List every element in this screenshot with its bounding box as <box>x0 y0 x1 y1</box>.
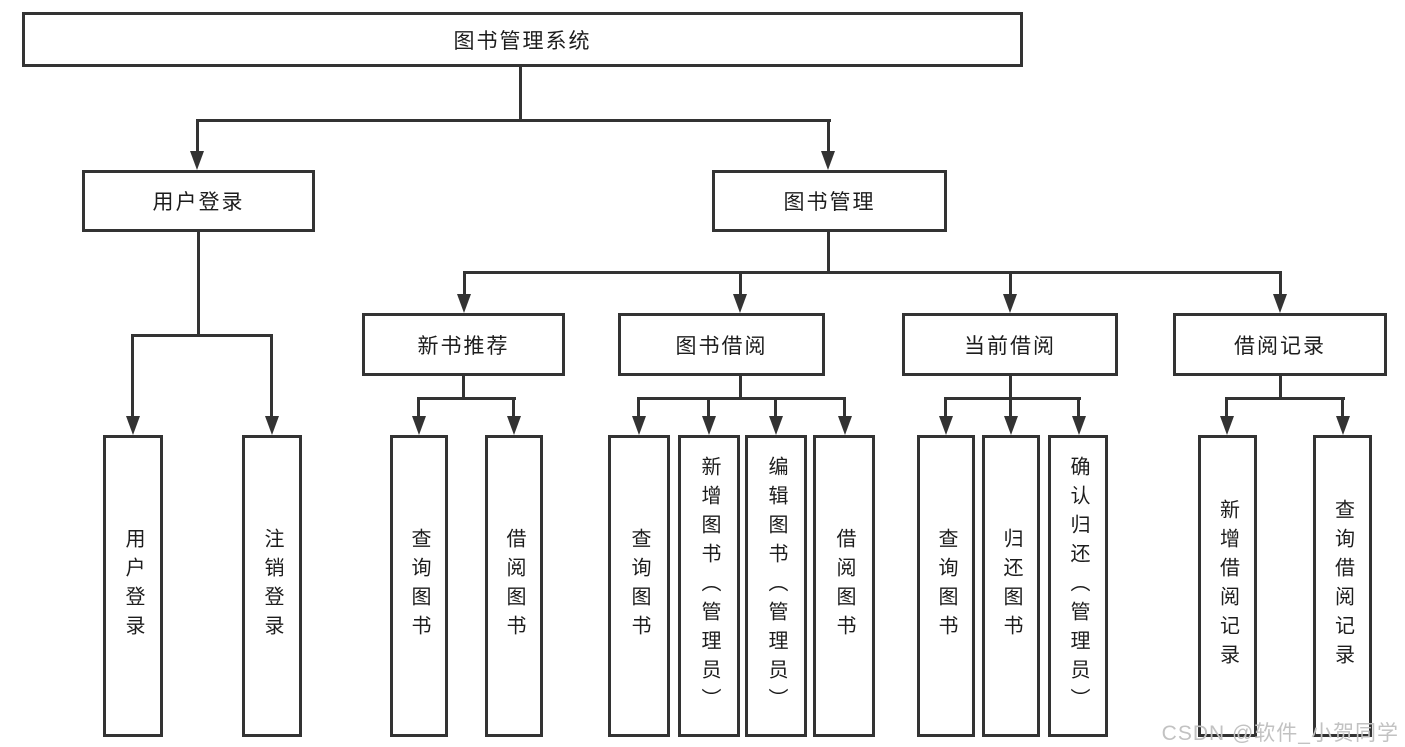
node-label: 图书管理 <box>783 191 876 214</box>
leaf-label: 查询图书 <box>935 528 957 644</box>
node-book-borrow: 图书借阅 <box>618 313 825 376</box>
connector-drop <box>270 334 273 418</box>
node-root-system: 图书管理系统 <box>22 12 1023 67</box>
leaf-label: 编辑图书（管理员） <box>765 455 787 717</box>
node-new-book-recommend: 新书推荐 <box>362 313 565 376</box>
connector-drop <box>1009 397 1012 418</box>
arrow-down-icon <box>265 416 279 435</box>
arrow-down-icon <box>457 294 471 313</box>
arrow-down-icon <box>769 416 783 435</box>
leaf-label: 注销登录 <box>261 528 283 644</box>
leaf-label: 借阅图书 <box>833 528 855 644</box>
leaf-label: 查询图书 <box>628 528 650 644</box>
leaf-label: 查询图书 <box>408 528 430 644</box>
connector-drop <box>1077 397 1080 418</box>
arrow-down-icon <box>507 416 521 435</box>
connector-login-stem <box>197 232 200 337</box>
leaf-add-borrow-record: 新增借阅记录 <box>1198 435 1257 737</box>
connector-drop <box>512 397 515 418</box>
node-book-management: 图书管理 <box>712 170 947 232</box>
connector-root-stem <box>519 67 522 122</box>
node-label: 用户登录 <box>152 191 245 214</box>
connector-stem <box>462 376 465 400</box>
leaf-confirm-return-admin: 确认归还（管理员） <box>1048 435 1108 737</box>
connector-login-branch <box>131 334 273 337</box>
arrow-down-icon <box>821 151 835 170</box>
leaf-label: 借阅图书 <box>503 528 525 644</box>
leaf-query-borrow-record: 查询借阅记录 <box>1313 435 1372 737</box>
arrow-down-icon <box>838 416 852 435</box>
arrow-down-icon <box>939 416 953 435</box>
leaf-label: 归还图书 <box>1000 528 1022 644</box>
leaf-label: 查询借阅记录 <box>1331 499 1354 673</box>
arrow-down-icon <box>126 416 140 435</box>
connector-stem <box>739 376 742 400</box>
connector-branch <box>944 397 1081 400</box>
connector-mgmt-stem <box>827 232 830 274</box>
arrow-down-icon <box>702 416 716 435</box>
leaf-return-books: 归还图书 <box>982 435 1040 737</box>
arrow-down-icon <box>412 416 426 435</box>
arrow-down-icon <box>1336 416 1350 435</box>
arrow-down-icon <box>1072 416 1086 435</box>
connector-drop <box>1279 271 1282 296</box>
leaf-query-books-borrow: 查询图书 <box>608 435 670 737</box>
leaf-label: 新增图书（管理员） <box>698 455 720 717</box>
node-label: 图书管理系统 <box>453 29 592 53</box>
connector-drop <box>131 334 134 418</box>
node-borrow-records: 借阅记录 <box>1173 313 1387 376</box>
leaf-user-login: 用户登录 <box>103 435 163 737</box>
node-label: 当前借阅 <box>964 334 1056 358</box>
leaf-query-books-current: 查询图书 <box>917 435 975 737</box>
leaf-logout: 注销登录 <box>242 435 302 737</box>
arrow-down-icon <box>632 416 646 435</box>
connector-drop <box>1341 397 1344 418</box>
leaf-label: 确认归还（管理员） <box>1067 455 1089 717</box>
arrow-down-icon <box>1004 416 1018 435</box>
leaf-add-book-admin: 新增图书（管理员） <box>678 435 740 737</box>
connector-stem <box>1279 376 1282 400</box>
leaf-query-books-recommend: 查询图书 <box>390 435 448 737</box>
connector-drop <box>417 397 420 418</box>
node-user-login: 用户登录 <box>82 170 315 232</box>
leaf-label: 新增借阅记录 <box>1216 499 1239 673</box>
arrow-down-icon <box>1220 416 1234 435</box>
node-label: 借阅记录 <box>1234 334 1326 358</box>
connector-branch <box>637 397 846 400</box>
connector-mgmt-branch <box>463 271 1282 274</box>
arrow-down-icon <box>1003 294 1017 313</box>
leaf-edit-book-admin: 编辑图书（管理员） <box>745 435 807 737</box>
node-label: 新书推荐 <box>417 334 510 358</box>
connector-drop <box>774 397 777 418</box>
leaf-borrow-books: 借阅图书 <box>813 435 875 737</box>
arrow-down-icon <box>733 294 747 313</box>
connector-root-branch <box>196 119 831 122</box>
connector-drop <box>827 119 830 154</box>
connector-stem <box>1009 376 1012 400</box>
arrow-down-icon <box>190 151 204 170</box>
connector-drop <box>1225 397 1228 418</box>
node-label: 图书借阅 <box>675 334 768 358</box>
leaf-label: 用户登录 <box>122 528 144 644</box>
connector-drop <box>637 397 640 418</box>
connector-drop <box>944 397 947 418</box>
connector-drop <box>843 397 846 418</box>
connector-drop <box>196 119 199 154</box>
arrow-down-icon <box>1273 294 1287 313</box>
csdn-watermark: CSDN @软件_小贺同学 <box>1161 722 1399 745</box>
connector-branch <box>1225 397 1345 400</box>
node-current-borrow: 当前借阅 <box>902 313 1118 376</box>
connector-drop <box>739 271 742 296</box>
connector-drop <box>1009 271 1012 296</box>
connector-branch <box>417 397 516 400</box>
leaf-borrow-books-recommend: 借阅图书 <box>485 435 543 737</box>
connector-drop <box>463 271 466 296</box>
connector-drop <box>707 397 710 418</box>
